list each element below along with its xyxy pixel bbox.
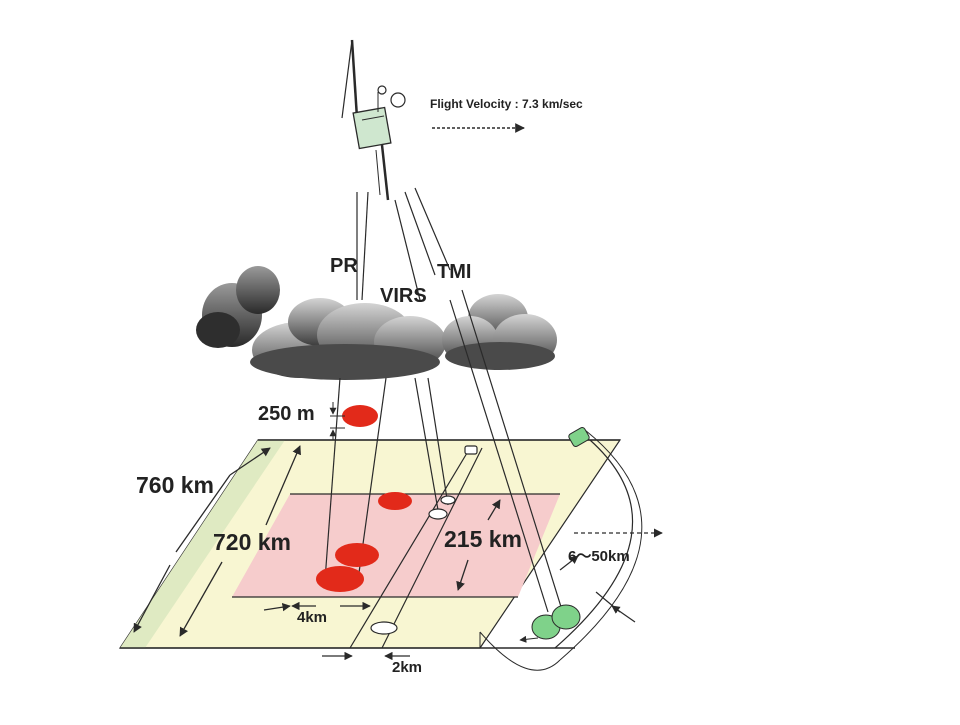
rain-footprint-lower — [316, 566, 364, 592]
footprint-4km-annotation: 4km — [263, 601, 371, 626]
rain-footprint-250m — [342, 405, 378, 427]
virs-footprints — [370, 445, 478, 635]
swath-215km-annotation: 215 km — [444, 499, 522, 591]
swath-720km-label: 720 km — [213, 529, 291, 555]
sensor-beams — [324, 187, 563, 649]
footprint-6-50km-annotation: 6～50km — [559, 528, 663, 623]
height-250m-annotation: 250 m — [258, 402, 345, 440]
footprint-2km-annotation: 2km — [322, 651, 422, 676]
tmi-footprint-right — [551, 604, 581, 630]
footprint-2km-label: 2km — [392, 659, 422, 676]
swath-215km-label: 215 km — [444, 526, 522, 552]
cloud-left-dark — [196, 266, 280, 348]
tmi-top-footprint — [568, 427, 590, 447]
cloud-icon — [196, 266, 557, 380]
tmi-label: TMI — [437, 261, 471, 283]
satellite-icon — [341, 39, 406, 201]
swath-760km-label: 760 km — [136, 472, 214, 498]
virs-label: VIRS — [380, 285, 427, 307]
inner-swath-plane — [232, 493, 560, 598]
pr-label: PR — [330, 255, 358, 277]
height-250m-label: 250 m — [258, 403, 315, 425]
outer-swath-edge-strip — [120, 440, 285, 648]
rain-footprint-middle — [335, 543, 379, 567]
cloud-middle — [250, 298, 446, 380]
inner-swath-fill — [232, 494, 560, 597]
footprint-6-50km-label: 6～50km — [568, 548, 630, 565]
rain-footprint-upper — [378, 492, 412, 510]
swath-760km-annotation: 760 km — [133, 447, 271, 633]
swath-720km-annotation: 720 km — [179, 445, 301, 637]
tmi-scan-arc — [479, 427, 643, 671]
cloud-right — [442, 294, 557, 370]
flight-velocity-label: Flight Velocity : 7.3 km/sec — [430, 97, 583, 111]
footprint-4km-label: 4km — [297, 609, 327, 626]
pr-rain-footprints — [316, 405, 412, 592]
